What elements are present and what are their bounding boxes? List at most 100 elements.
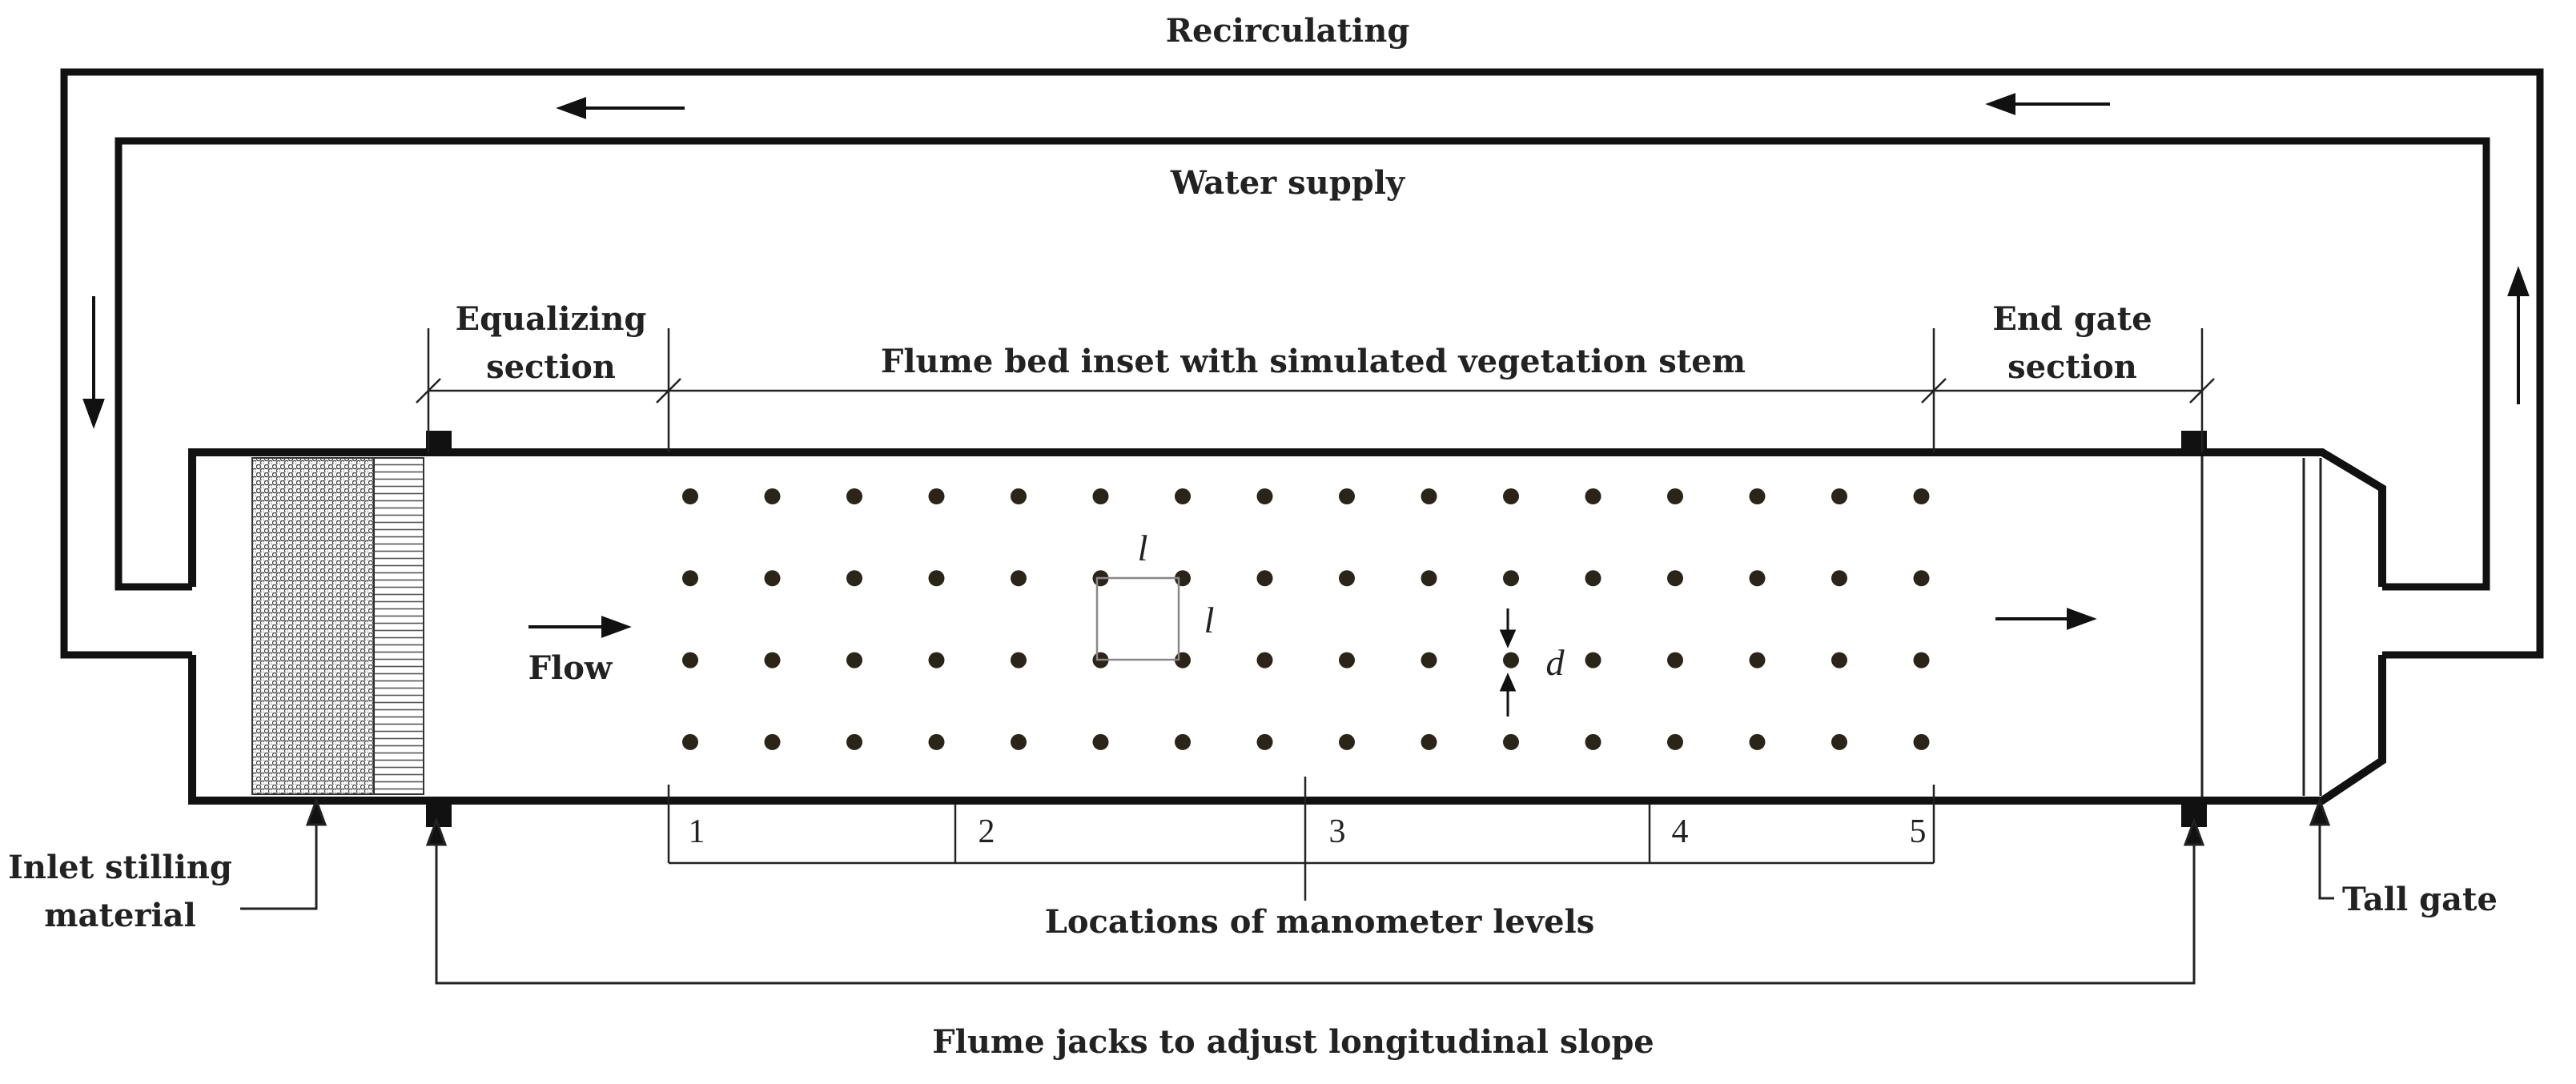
manometer-point-1: 1 [689, 813, 705, 850]
vegetation-stem [1092, 733, 1109, 750]
flume-bottom-wall [188, 655, 2386, 805]
vegetation-stem [1256, 488, 1273, 504]
recirculation-arrow-down [82, 296, 105, 429]
vegetation-stem [1503, 488, 1519, 504]
tall-gate-label: Tall gate [2342, 881, 2498, 918]
vegetation-stem [682, 733, 698, 750]
arrows [82, 93, 2530, 638]
flume-top-wall [188, 448, 2386, 587]
end-gate-section-label-2: section [2007, 348, 2137, 386]
vegetation-stem [928, 570, 945, 587]
jack-square-inlet-top [426, 431, 452, 455]
manometer-point-4: 4 [1672, 813, 1689, 850]
vegetation-stem [928, 733, 945, 750]
vegetation-stem [1831, 652, 1847, 668]
section-dimensions [416, 328, 2215, 452]
vegetation-stem [1585, 488, 1601, 504]
vegetation-stem [1339, 570, 1355, 587]
vegetation-stem [1749, 488, 1766, 504]
vegetation-stem [682, 652, 698, 668]
manometer-point-3: 3 [1329, 813, 1346, 850]
vegetation-stem [1667, 570, 1683, 587]
vegetation-stem [1339, 652, 1355, 668]
vegetation-stem [1749, 652, 1766, 668]
inlet-stilling-label-2: material [44, 897, 196, 934]
diameter-d-label: d [1546, 642, 1565, 683]
vegetation-stem [1831, 570, 1847, 587]
vegetation-stem [1175, 488, 1191, 504]
vegetation-stem [1011, 570, 1027, 587]
vegetation-stem [1421, 570, 1437, 587]
manometer-point-5: 5 [1910, 813, 1927, 850]
vegetation-stem [1667, 733, 1683, 750]
vegetation-stem [1503, 570, 1519, 587]
manometer-label: Locations of manometer levels [1045, 903, 1595, 941]
manometer-bracket [667, 777, 1935, 901]
vegetation-stem [1503, 652, 1519, 668]
recirculation-pipe-outer [60, 68, 2544, 659]
vegetation-stem [1667, 488, 1683, 504]
flow-label: Flow [528, 649, 613, 687]
vegetation-stem [764, 652, 781, 668]
inlet-leader [240, 797, 328, 910]
flume-jacks-label: Flume jacks to adjust longitudinal slope [932, 1023, 1654, 1061]
vegetation-stem [1256, 733, 1273, 750]
inlet-stilling-label-1: Inlet stilling [8, 849, 232, 886]
vegetation-stem [846, 570, 862, 587]
stem-spacing-square [1095, 576, 1180, 661]
flow-arrow-outlet [1995, 608, 2097, 630]
recirculating-label: Recirculating [1166, 12, 1410, 50]
vegetation-stem [1585, 733, 1601, 750]
vegetation-stem [1339, 733, 1355, 750]
vegetation-stem [1421, 652, 1437, 668]
vegetation-stem [1913, 570, 1930, 587]
vegetation-stem [1175, 733, 1191, 750]
spacing-l-top-label: l [1138, 528, 1148, 568]
vegetation-stem [764, 570, 781, 587]
end-gate-section-label-1: End gate [1992, 300, 2152, 338]
vegetation-stem [682, 488, 698, 504]
vegetation-stem [1667, 652, 1683, 668]
vegetation-stem [1256, 570, 1273, 587]
tall-gate-leader [2309, 797, 2334, 900]
inlet-flow-straightener [373, 457, 424, 795]
vegetation-stem [1749, 733, 1766, 750]
vegetation-stem [1585, 652, 1601, 668]
flow-arrow-inlet [528, 616, 632, 638]
vegetation-stem [1503, 733, 1519, 750]
recirculation-arrow-top-left [556, 97, 685, 119]
jack-square-inlet-bottom [426, 803, 452, 827]
vegetation-stem [846, 652, 862, 668]
vegetation-stem [1749, 570, 1766, 587]
vegetation-stem [846, 488, 862, 504]
equalizing-section-label-2: section [486, 348, 616, 386]
flume-jacks-line [425, 817, 2205, 985]
vegetation-stem [1092, 488, 1109, 504]
water-supply-label: Water supply [1170, 164, 1406, 202]
vegetation-stem [1256, 652, 1273, 668]
vegetation-stem [1011, 488, 1027, 504]
recirculation-arrow-up [2507, 266, 2530, 404]
vegetation-stem [1831, 733, 1847, 750]
vegetation-stem [1421, 733, 1437, 750]
vegetation-stem [1011, 652, 1027, 668]
equalizing-section-label-1: Equalizing [456, 300, 647, 338]
vegetation-stem [846, 733, 862, 750]
recirculation-pipe-inner [115, 137, 2490, 591]
vegetation-stem-grid [682, 488, 1930, 750]
vegetation-stem [1913, 733, 1930, 750]
vegetation-stem [682, 570, 698, 587]
vegetation-stem [1585, 570, 1601, 587]
vegetation-stem [1339, 488, 1355, 504]
flume-bed-label: Flume bed inset with simulated vegetatio… [881, 343, 1746, 380]
vegetation-stem [928, 652, 945, 668]
recirculation-arrow-top-right [1985, 93, 2110, 115]
vegetation-stem [764, 488, 781, 504]
stem-diameter-arrows [1499, 608, 1517, 717]
vegetation-stem [764, 733, 781, 750]
vegetation-stem [928, 488, 945, 504]
vegetation-stem [1421, 488, 1437, 504]
inlet-stilling-material [251, 457, 375, 795]
